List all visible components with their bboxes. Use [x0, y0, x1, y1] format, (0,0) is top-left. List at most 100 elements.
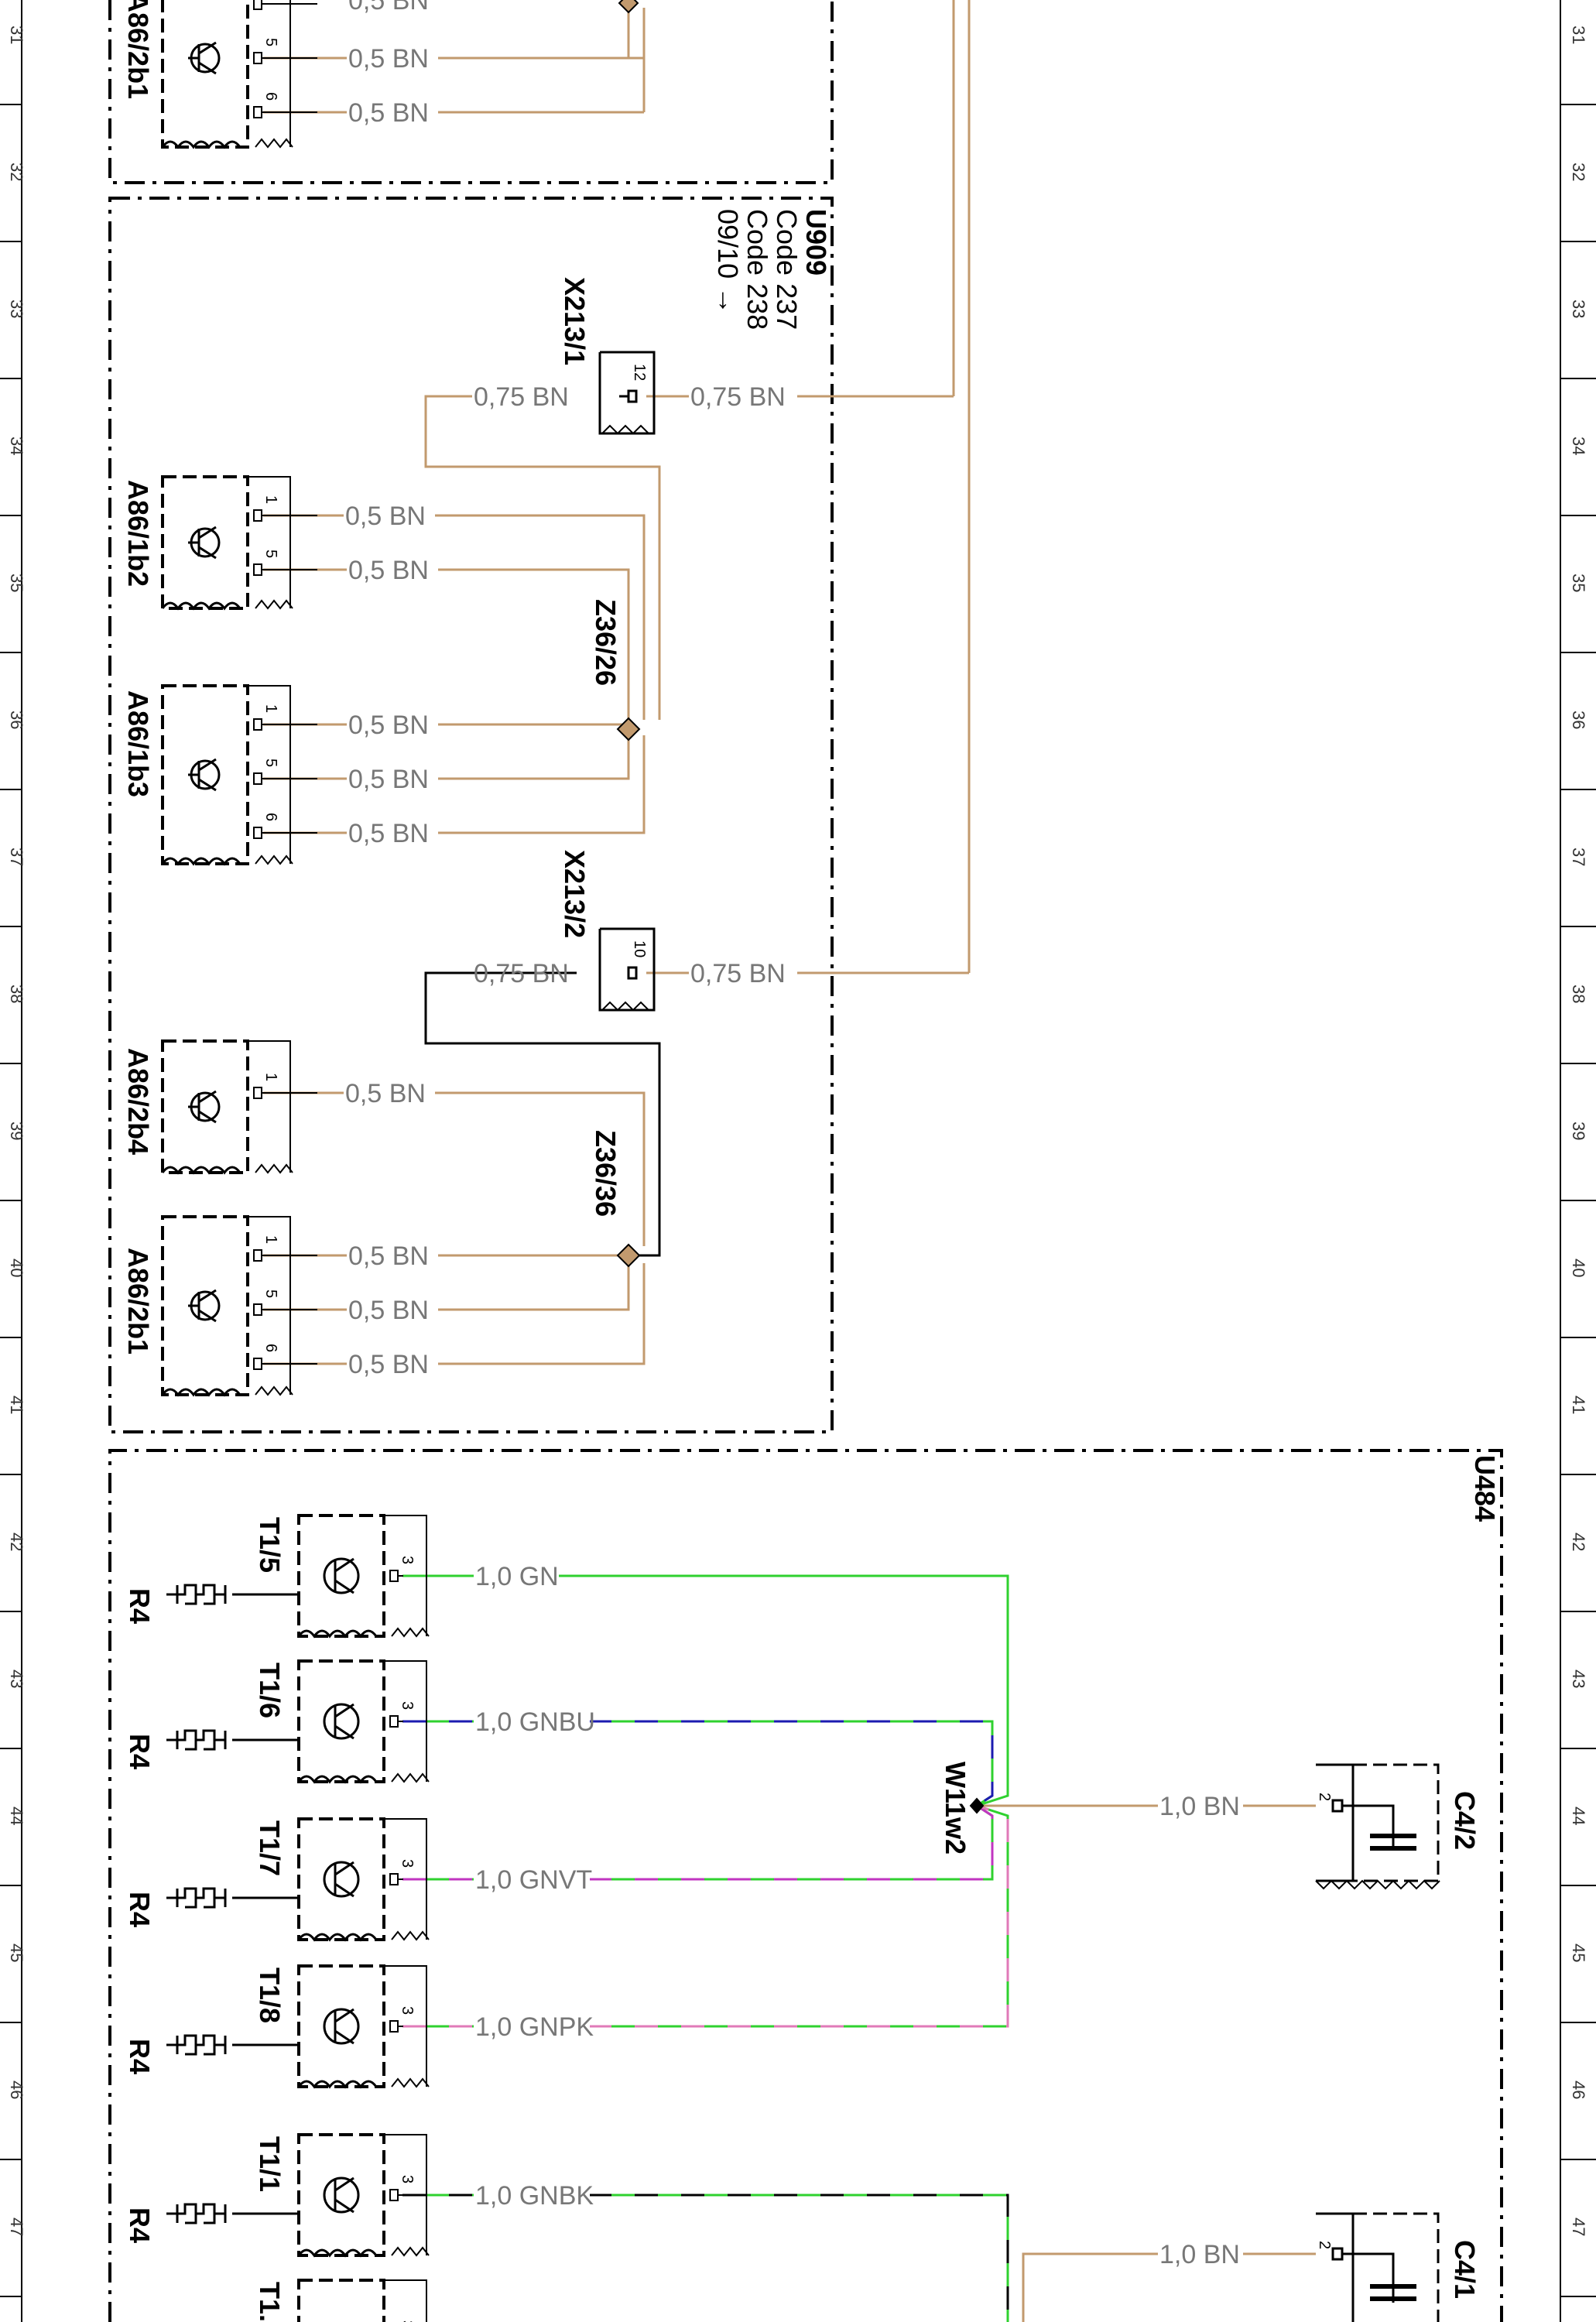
wire-x213-2-left-black	[424, 971, 661, 1257]
sensor-a86-2b1-body	[161, 1215, 249, 1396]
grid-row-label-left: 40	[7, 1259, 26, 1277]
grid-row-label-right: 42	[1569, 1533, 1588, 1551]
label-1b3-1: 0,5 BN	[348, 711, 429, 740]
sensor-a86-2b1-pin	[253, 1249, 262, 1262]
grid-row-label-right: 35	[1569, 574, 1588, 592]
grid-row-label-right: 31	[1569, 26, 1588, 44]
module-t1-1-pin-number: 3	[399, 1556, 416, 1564]
module-t1-1-body	[297, 1514, 385, 1638]
label-r4-4: R4	[124, 2039, 156, 2074]
sensor-a86-1b3-pin	[253, 772, 262, 785]
label-gnpk: 1,0 GNPK	[475, 2012, 594, 2042]
sensor-a86-1b3-pin-number: 1	[262, 704, 279, 713]
label-2b1-6: 0,5 BN	[348, 1350, 429, 1379]
module-t1-5-pin-number: 3	[399, 2175, 416, 2183]
splice-z36-36	[616, 1243, 641, 1268]
u909-line3: 09/10 →	[712, 209, 744, 314]
sensor-a86-2b4-connector-edge	[255, 1163, 293, 1174]
sensor-a86-1b3-connector	[248, 685, 291, 864]
module-t1-5: 3	[166, 2133, 430, 2258]
wire-x213-1-left	[424, 395, 661, 720]
module-t1-5-transistor-icon	[323, 2176, 360, 2214]
module-t1-2-transistor-icon	[323, 1703, 360, 1740]
module-t1-2-body	[297, 1659, 385, 1783]
grid-row-label-right: 40	[1569, 1259, 1588, 1277]
sensor-a86-1b2-connector	[248, 476, 291, 608]
label-1b3-6: 0,5 BN	[348, 819, 429, 848]
module-t1-1-r4-icon	[166, 1584, 227, 1605]
sensor-a86-2b4-pin	[253, 1087, 262, 1099]
module-t1-5-r4-icon	[166, 2203, 227, 2224]
module-t1-3-body	[297, 1817, 385, 1941]
module-t1-4: 3	[166, 1964, 430, 2089]
sensor-a86-2b1-pin	[253, 1303, 262, 1316]
label-t1-7: T1/7	[254, 1820, 286, 1876]
label-top-a86-2b1: A86/2b1	[122, 0, 154, 99]
module-t1-1-transistor-icon	[323, 1557, 360, 1594]
grid-row-label-left: 41	[7, 1396, 26, 1414]
splice-top	[618, 0, 639, 14]
sensor-a86-1b2-connector-edge	[255, 599, 293, 610]
connector-x213-2	[598, 927, 656, 1012]
label-c4-1: C4/1	[1449, 2240, 1481, 2299]
sensor-a86-1b2: 15	[161, 475, 317, 611]
grid-row-label-left: 39	[7, 1122, 26, 1140]
u909-code: U909	[800, 209, 832, 276]
grid-row-label-left: 43	[7, 1670, 26, 1688]
label-a86-2b4: A86/2b4	[122, 1048, 154, 1155]
label-t1-6: T1/6	[254, 1663, 286, 1718]
module-t1-5-body	[297, 2133, 385, 2257]
component-labels: A86/2b1 A86/1b2 A86/1b3 A86/2b4 A86/2b1 …	[122, 0, 1481, 2322]
u484-code: U484	[1469, 1455, 1501, 1522]
sensor-a86-1b3-pin-number: 5	[262, 759, 279, 767]
sensor-top-a86-2b1-connector-edge	[255, 138, 293, 149]
module-t1-2-pin-number: 3	[399, 1701, 416, 1710]
grid-row-label-right: 34	[1569, 437, 1588, 455]
grid-row-label-left: 34	[7, 437, 26, 455]
label-gnbu: 1,0 GNBU	[475, 1707, 595, 1737]
grid-row-label-left: 46	[7, 2081, 26, 2099]
sensor-a86-1b2-pin-number: 1	[262, 495, 279, 504]
sensor-a86-2b1-pin-number: 5	[262, 1289, 279, 1298]
wire-2b4-1	[263, 1091, 646, 1246]
sensor-a86-1b2-pin	[253, 563, 262, 576]
sensor-top-a86-2b1: 156	[161, 0, 317, 149]
grid-row-label-left: 38	[7, 985, 26, 1003]
label-top-6: 0,5 BN	[348, 98, 429, 128]
grid-row-label-right: 43	[1569, 1670, 1588, 1688]
sensor-a86-1b3-body	[161, 684, 249, 865]
grid-row-label-right: 46	[1569, 2081, 1588, 2099]
sensor-a86-1b2-wavy-edge	[161, 601, 241, 611]
sensor-a86-1b3-connector-edge	[255, 854, 293, 865]
grid-row-label-right: 36	[1569, 711, 1588, 729]
label-gnvt: 1,0 GNVT	[475, 1865, 592, 1895]
grid-row-label-left: 44	[7, 1807, 26, 1825]
label-t1-5: T1/5	[254, 1517, 286, 1573]
grid-row-label-left: 31	[7, 26, 26, 44]
label-2b1-1: 0,5 BN	[348, 1241, 429, 1271]
wire-gnbu-stripe	[402, 1720, 994, 1807]
grid-row-label-left: 45	[7, 1944, 26, 1962]
sensor-a86-2b4: 1	[161, 1039, 317, 1175]
sensor-a86-1b3-pin	[253, 718, 262, 731]
splice-w11w2	[969, 1797, 985, 1814]
wire-1b3-6	[263, 735, 646, 834]
u909-label: U909 Code 237 Code 238 09/10 →	[712, 209, 832, 330]
wire-1b2-1	[263, 514, 646, 720]
wires-bn	[263, 0, 1316, 2322]
sensors: 156151561156333333	[161, 0, 430, 2322]
grid-row-label-left: 35	[7, 574, 26, 592]
label-a86-2b1: A86/2b1	[122, 1248, 154, 1354]
label-c4-2: 1,0 BN	[1159, 1792, 1240, 1821]
wire-2b1-5	[263, 1263, 630, 1311]
label-r4-1: R4	[124, 1588, 156, 1624]
label-2b4-1: 0,5 BN	[345, 1079, 426, 1108]
wire-2b1-6	[263, 1263, 646, 1365]
grid-row-label-left: 42	[7, 1533, 26, 1551]
sensor-a86-2b4-wavy-edge	[161, 1166, 241, 1175]
label-x213-2-left: 0,75 BN	[474, 959, 569, 988]
grid-row-label-right: 41	[1569, 1396, 1588, 1414]
capacitor-c4-2	[1315, 1763, 1440, 1890]
